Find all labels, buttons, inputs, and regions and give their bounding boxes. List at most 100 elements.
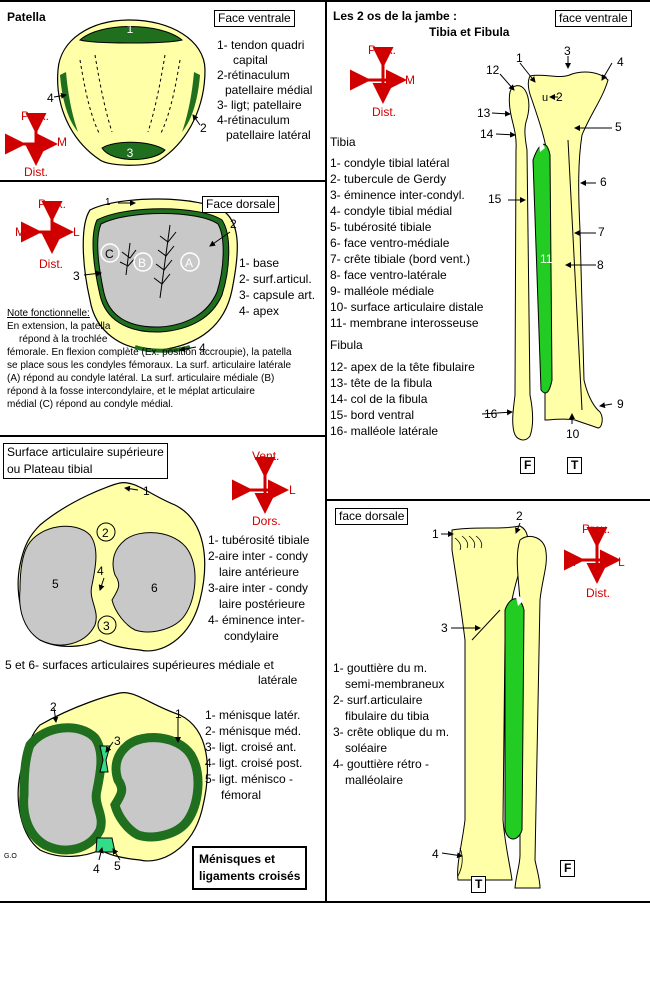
svg-text:5: 5 [52, 577, 59, 591]
leg-bones-title-line2: Tibia et Fibula [429, 25, 510, 39]
axis-dist: Dist. [372, 105, 396, 119]
patella-ventral-legend: 1- tendon quadri capital 2-rétinaculum p… [217, 38, 312, 143]
dorsal-callout-4: 4 [199, 341, 206, 355]
tibia-heading: Tibia [330, 135, 356, 149]
svg-text:2: 2 [50, 700, 57, 714]
legend-item: 14- col de la fibula [330, 392, 428, 406]
note-line: répond à la fosse intercondylaire, et le… [7, 386, 255, 397]
legend-item: 4- gouttière rétro - [333, 757, 430, 771]
legend-item: 1- base [239, 256, 280, 270]
svg-text:16: 16 [484, 407, 498, 421]
legend-item: laire antérieure [219, 565, 300, 579]
legend-item: 2- surf.articulaire [333, 693, 423, 707]
tibia-legend: Tibia 1- condyle tibial latéral 2- tuber… [330, 134, 483, 439]
legend-item: 5- tubérosité tibiale [330, 220, 432, 234]
legend-item: semi-membraneux [345, 677, 445, 691]
svg-text:8: 8 [597, 258, 604, 272]
functional-note: Note fonctionnelle: En extension, la pat… [7, 307, 292, 411]
legend-item: 3- éminence inter-condyl. [330, 188, 465, 202]
svg-text:4: 4 [617, 55, 624, 69]
legend-item: 11- membrane interosseuse [330, 316, 479, 330]
facet-b: B [138, 256, 147, 270]
svg-text:1: 1 [143, 484, 150, 498]
svg-text:4: 4 [93, 862, 100, 876]
svg-text:14: 14 [480, 127, 494, 141]
plateau-title-line2: ou Plateau tibial [7, 462, 93, 476]
compass-plateau [232, 457, 289, 514]
svg-text:6: 6 [600, 175, 607, 189]
legend-item: patellaire médial [225, 83, 313, 97]
dorsal-callout-1: 1 [105, 197, 111, 208]
svg-text:1: 1 [516, 51, 523, 65]
svg-text:1: 1 [175, 707, 182, 721]
dorsal-callout-2: 2 [230, 217, 237, 231]
tibia-ventral-view-label: face ventrale [555, 10, 632, 27]
axis-right: M [57, 135, 67, 149]
author-signature: G.O [4, 853, 17, 860]
note-line: médial (C) répond au condyle médial. [7, 399, 174, 410]
legend-item: 12- apex de la tête fibulaire [330, 360, 475, 374]
svg-text:3: 3 [127, 146, 134, 160]
legend-item: patellaire latéral [226, 128, 311, 142]
legend-item: 1- ménisque latér. [205, 708, 301, 722]
bone-label-tibia-dorsal: T [471, 876, 487, 893]
legend-item: 2- surf.articul. [239, 272, 312, 286]
svg-text:u: u [542, 92, 548, 104]
svg-text:4: 4 [97, 564, 104, 578]
legend-item: 1- tendon quadri [217, 38, 305, 52]
axis-left: M [566, 555, 576, 569]
legend-item: 3- ligt; patellaire [217, 98, 302, 112]
svg-text:2: 2 [102, 526, 109, 540]
compass-tibia-ventral [350, 47, 407, 104]
compass-patella-ventral [5, 113, 58, 166]
plateau-footer-line1: 5 et 6- surfaces articulaires supérieure… [5, 658, 274, 672]
svg-text:1: 1 [127, 22, 134, 36]
svg-text:7: 7 [598, 225, 605, 239]
legend-item: 4- ligt. croisé post. [205, 756, 303, 770]
note-line: se place sous les condyles fémoraux. La … [7, 360, 292, 371]
svg-text:4: 4 [432, 847, 439, 861]
axis-left: L [6, 136, 13, 150]
legend-item: fémoral [221, 788, 262, 802]
dorsal-leg-view-label: face dorsale [335, 508, 409, 525]
legend-item: condylaire [224, 629, 279, 643]
axis-dist: Dist. [24, 165, 48, 179]
svg-text:15: 15 [488, 192, 502, 206]
axis-prox: Prox. [21, 109, 50, 123]
legend-item: 3- capsule art. [239, 288, 316, 302]
patella-dorsal-drawing [82, 198, 238, 353]
legend-item: 2-aire inter - condy [208, 549, 309, 563]
menisci-legend: 1- ménisque latér. 2- ménisque méd. 3- l… [205, 707, 302, 803]
svg-text:5: 5 [615, 120, 622, 134]
svg-text:3: 3 [103, 619, 110, 633]
bone-label-fibula: F [520, 457, 536, 474]
legend-item: fibulaire du tibia [345, 709, 430, 723]
facet-c: C [105, 247, 114, 261]
legend-item: 13- tête de la fibula [330, 376, 433, 390]
patella-ventral-drawing: 1 3 4 2 [47, 19, 207, 166]
axis-prox: Prox. [38, 197, 67, 211]
bone-label-tibia: T [567, 457, 583, 474]
legend-item: capital [233, 53, 268, 67]
axis-right: L [289, 483, 296, 497]
legend-item: 2- ménisque méd. [205, 724, 302, 738]
axis-dors: Dors. [252, 514, 281, 528]
legend-item: 5- ligt. ménisco - [205, 772, 294, 786]
svg-text:13: 13 [477, 106, 491, 120]
note-line: répond à la trochlée [19, 334, 108, 345]
svg-text:6: 6 [151, 581, 158, 595]
plateau-title-line1: Surface articulaire supérieure [7, 445, 164, 459]
legend-item: 4- condyle tibial médial [330, 204, 453, 218]
axis-vent: Vent. [252, 449, 280, 463]
legend-item: 4-rétinaculum [217, 113, 290, 127]
legend-item: 4- apex [239, 304, 280, 318]
legend-item: 3- ligt. croisé ant. [205, 740, 297, 754]
svg-text:12: 12 [486, 63, 500, 77]
plateau-footer-line2: latérale [258, 673, 298, 687]
legend-item: 1- gouttière du m. [333, 661, 428, 675]
svg-text:2: 2 [516, 509, 523, 523]
fibula-heading: Fibula [330, 338, 363, 352]
